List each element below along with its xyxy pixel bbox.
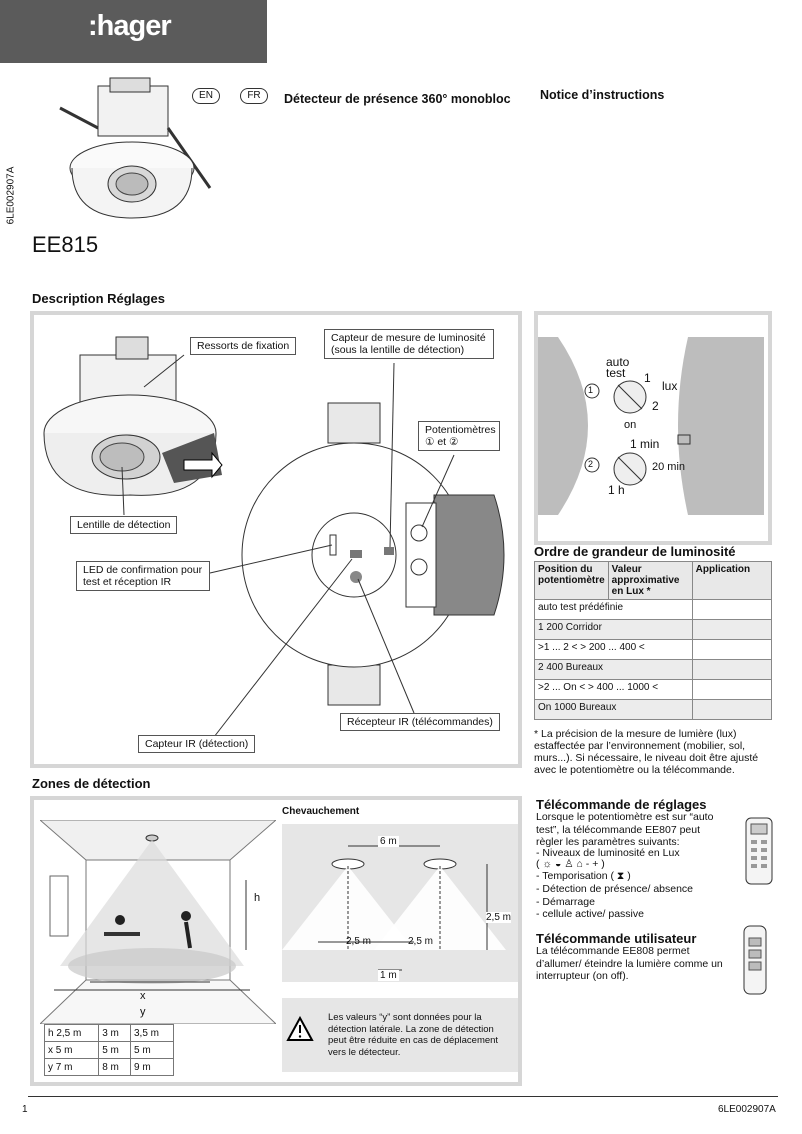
remote-ee808-icon — [743, 925, 767, 995]
label-y: y — [140, 1006, 146, 1018]
dial-1-label: 1 — [588, 385, 594, 395]
remote-settings-body: Lorsque le potentiomètre est sur “auto t… — [536, 811, 714, 848]
dim-cell: 8 m — [98, 1058, 131, 1076]
callout-light-sensor: Capteur de mesure de luminosité (sous la… — [324, 329, 494, 359]
callout-lens: Lentille de détection — [70, 516, 178, 534]
luminosity-table: Position du potentiomètre Valeur approxi… — [534, 561, 773, 720]
remote-ee807-icon — [745, 817, 773, 885]
dim-cell: 5 m — [98, 1041, 131, 1059]
luminosity-note: * La précision de la mesure de lumière (… — [534, 728, 759, 776]
dim-cell: 3,5 m — [129, 1024, 175, 1042]
callout-led: LED de confirmation pour test et récepti… — [76, 561, 210, 591]
table-row: 1 200 Corridor — [534, 619, 693, 640]
doc-type: Notice d’instructions — [540, 88, 665, 102]
dim-cell: 3 m — [98, 1024, 131, 1042]
callout-potentiometers: Potentiomètres ① et ② — [418, 421, 500, 451]
product-photo — [59, 77, 212, 219]
table-row: >2 ... On < > 400 ... 1000 < — [534, 679, 693, 700]
section-heading-luminosity: Ordre de grandeur de luminosité — [534, 544, 736, 559]
section-heading-remote-user: Télécommande utilisateur — [536, 931, 697, 946]
dial-20-min: 20 min — [652, 461, 686, 473]
page-number: 1 — [22, 1104, 28, 1115]
col-position: Position du potentiomètre — [534, 561, 609, 600]
table-row: auto test prédéfinie — [534, 599, 693, 620]
section-heading-remote-settings: Télécommande de réglages — [536, 797, 707, 812]
remote-settings-item: - Temporisation ( ⧗ ) — [536, 870, 631, 882]
dial-diagram — [538, 337, 764, 515]
brand-bar — [0, 0, 267, 63]
dial-2-label: 2 — [588, 459, 594, 469]
callout-ir-sensor: Capteur IR (détection) — [138, 735, 256, 753]
footer-doc-ref: 6LE002907A — [718, 1104, 776, 1115]
warning-text: Les valeurs “y” sont données pour la dét… — [328, 1012, 499, 1058]
doc-ref-vertical: 6LE002907A — [5, 166, 17, 225]
col-application: Application — [691, 561, 773, 600]
label-2-5m-left: 2,5 m — [346, 936, 372, 947]
description-panel: Ressorts de fixation Capteur de mesure d… — [30, 311, 522, 768]
dial-mark-1: 1 — [644, 371, 651, 385]
table-row: >1 ... 2 < > 200 ... 400 < — [534, 639, 693, 660]
dim-cell: x 5 m — [43, 1041, 100, 1059]
dim-cell: y 7 m — [43, 1058, 100, 1076]
brand-logo: :hager — [88, 10, 172, 42]
label-1m: 1 m — [378, 970, 399, 981]
table-row: 2 400 Bureaux — [534, 659, 693, 680]
warning-box: Les valeurs “y” sont données pour la dét… — [282, 998, 518, 1072]
section-heading-description: Description Réglages — [32, 291, 165, 306]
lang-fr-button[interactable]: FR — [240, 88, 268, 104]
dim-cell: 5 m — [129, 1041, 175, 1059]
label-x: x — [140, 990, 146, 1002]
dial-auto-test: auto test — [606, 355, 630, 380]
remote-settings-item: - Niveaux de luminosité en Lux — [536, 847, 680, 859]
label-h: h — [254, 892, 261, 904]
table-row: On 1000 Bureaux — [534, 699, 693, 720]
remote-settings-item: - Démarrage — [536, 896, 595, 908]
label-2-5m-right: 2,5 m — [408, 936, 434, 947]
dial-1-h: 1 h — [608, 483, 625, 497]
dial-on: on — [624, 419, 637, 431]
dim-cell: h 2,5 m — [43, 1024, 100, 1042]
label-6m: 6 m — [378, 836, 399, 847]
callout-springs: Ressorts de fixation — [190, 337, 297, 355]
col-value: Valeur approximative en Lux * — [607, 561, 693, 600]
dial-lux: lux — [662, 379, 678, 393]
dial-panel: 1 2 auto test lux 1 2 on 1 min 20 min 1 … — [534, 311, 772, 545]
detection-panel: h x y h 2,5 m 3 m 3,5 m x 5 m 5 m 5 m y … — [30, 796, 522, 1086]
remote-settings-item: - Détection de présence/ absence — [536, 883, 694, 895]
remote-settings-item: ( ☼ ◒ ♙ ⌂ - + ) — [536, 858, 605, 870]
model-number: EE815 — [32, 232, 99, 257]
overlap-diagram — [282, 845, 506, 971]
label-2-5m-height: 2,5 m — [486, 912, 512, 923]
room-diagram — [40, 820, 276, 1024]
overlap-heading: Chevauchement — [282, 806, 360, 817]
dial-mark-2: 2 — [652, 399, 659, 413]
footer-divider — [28, 1096, 778, 1097]
detector-diagram — [43, 336, 505, 738]
product-title: Détecteur de présence 360° monobloc — [284, 92, 511, 106]
callout-ir-receiver: Récepteur IR (télécommandes) — [340, 713, 500, 731]
detection-dims-table: h 2,5 m 3 m 3,5 m x 5 m 5 m 5 m y 7 m 8 … — [43, 1024, 175, 1076]
warning-icon — [286, 1016, 314, 1041]
lang-en-button[interactable]: EN — [192, 88, 220, 104]
overlap-diagram-bg: 6 m 2,5 m 2,5 m 2,5 m 1 m — [282, 824, 518, 982]
remote-settings-item: - cellule active/ passive — [536, 908, 644, 920]
dial-1-min: 1 min — [630, 437, 660, 451]
dim-cell: 9 m — [129, 1058, 175, 1076]
remote-user-body: La télécommande EE808 permet d’allumer/ … — [536, 945, 723, 982]
section-heading-detection: Zones de détection — [32, 776, 151, 791]
